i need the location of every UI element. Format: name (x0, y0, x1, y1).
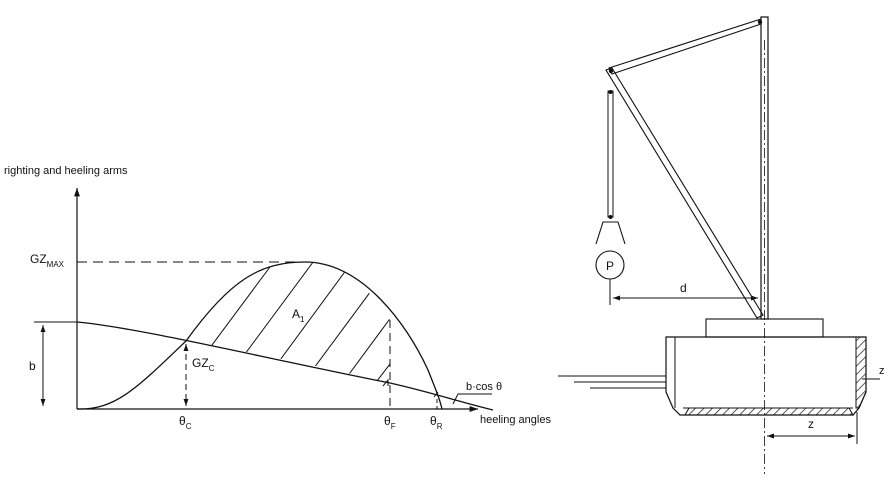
hook-block (595, 221, 626, 245)
gz-c-label: GZC (192, 356, 215, 373)
sling-bottom-pin (608, 215, 613, 219)
gz-max-label: GZMAX (30, 252, 65, 269)
area-a1-hatching (186, 262, 390, 383)
heeling-curve-leader (452, 393, 492, 405)
x-axis-label: heeling angles (480, 414, 551, 426)
y-axis-label: righting and heeling arms (4, 165, 128, 177)
righting-arm-curve (76, 261, 443, 410)
sling-top-pin (608, 90, 613, 94)
hull-bottom-hatch (684, 407, 854, 416)
crane-boom (605, 67, 764, 319)
area-label: A1 (292, 307, 305, 324)
outreach-label: d (680, 281, 687, 295)
width-label: z (808, 417, 814, 431)
crane-top-stay (608, 18, 762, 75)
curve-tick-mark (382, 378, 389, 387)
stability-diagram: righting and heeling arms heeling angles… (4, 165, 551, 431)
hull-side-hatch (855, 336, 867, 409)
b-label: b (29, 359, 36, 373)
crane-diagram: P d z z (558, 16, 885, 474)
theta-r-label: θR (430, 414, 443, 431)
side-label: z (879, 365, 885, 377)
heeling-curve-label: b·cos θ (466, 381, 502, 393)
theta-f-label: θF (384, 414, 396, 431)
load-label: P (606, 259, 614, 273)
mast-top-pin (757, 19, 763, 25)
boom-tip-pin (608, 68, 614, 74)
curve-tick-mark-2 (433, 391, 439, 398)
barge-hull (665, 336, 867, 416)
theta-c-label: θC (179, 414, 192, 431)
heeling-arm-curve (76, 321, 494, 411)
load-sling (607, 90, 614, 218)
